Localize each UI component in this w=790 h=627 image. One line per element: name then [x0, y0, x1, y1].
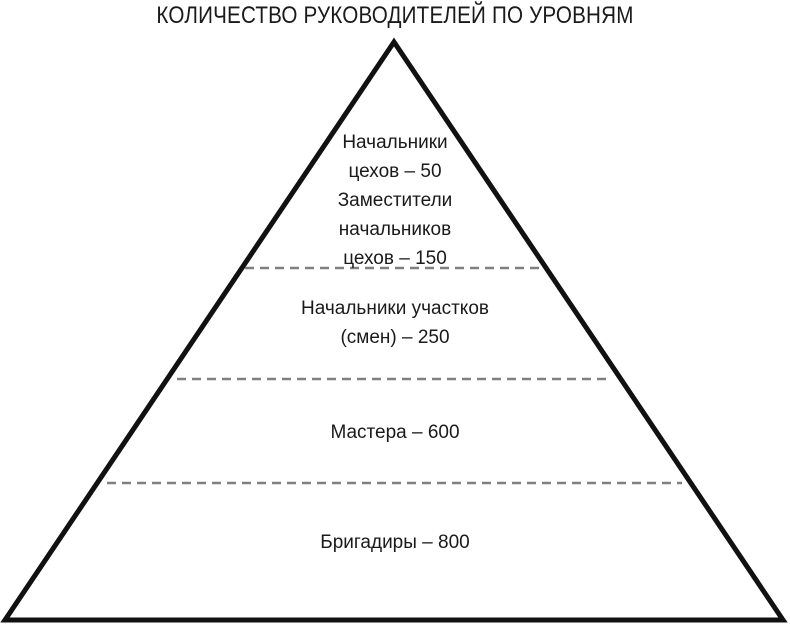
pyramid-tier-label-second: Начальники участков (смен) – 250 [301, 298, 489, 348]
pyramid-tier-label-third: Мастера – 600 [330, 422, 460, 443]
page-title: КОЛИЧЕСТВО РУКОВОДИТЕЛЕЙ ПО УРОВНЯМ [156, 2, 634, 29]
pyramid-tier-label-base: Бригадиры – 800 [320, 532, 470, 553]
pyramid-outline [0, 37, 788, 623]
pyramid-tier-label-top: Начальники цехов – 50 Заместители началь… [337, 132, 453, 269]
